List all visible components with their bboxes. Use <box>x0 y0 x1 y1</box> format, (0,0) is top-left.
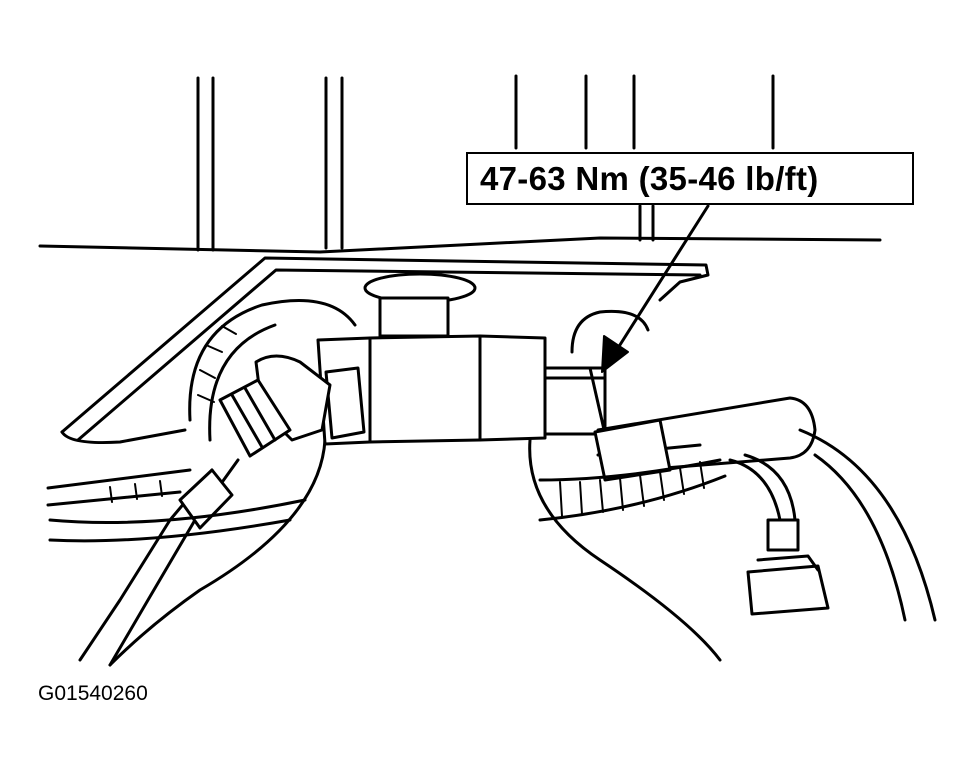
callout-leader-arrow <box>601 204 710 373</box>
floor-line <box>38 236 882 254</box>
valve-block <box>316 296 547 446</box>
hose-coil <box>188 299 357 442</box>
outer-curves <box>798 428 937 622</box>
tank-outline <box>60 256 710 444</box>
left-tube <box>78 354 332 667</box>
target-fitting <box>543 309 650 436</box>
wiring-harness <box>538 396 830 616</box>
background-posts <box>196 74 775 252</box>
cylinder-body <box>108 438 722 667</box>
left-harness <box>46 468 307 543</box>
torque-callout-label: 47-63 Nm (35-46 lb/ft) <box>466 152 914 205</box>
figure-id-label: G01540260 <box>38 682 148 705</box>
